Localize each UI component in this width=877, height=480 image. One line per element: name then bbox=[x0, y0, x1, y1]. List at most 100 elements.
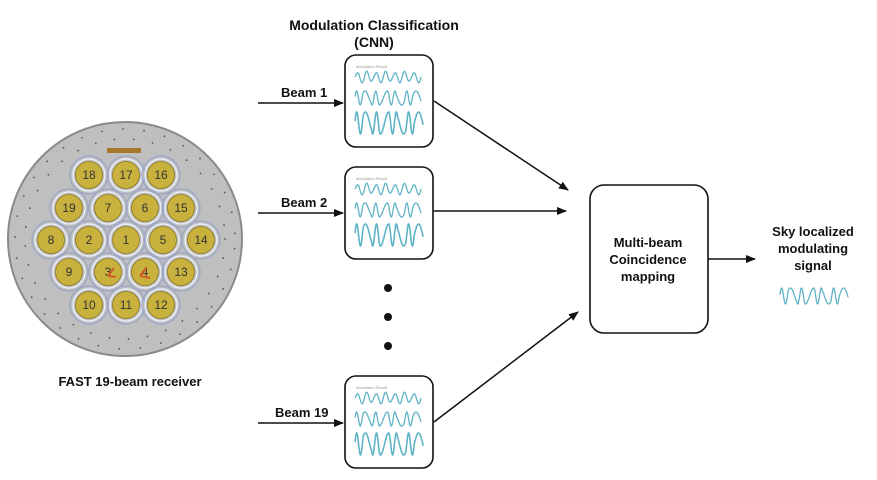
beam-19-label: Beam 19 bbox=[275, 405, 328, 420]
feed-horn bbox=[94, 258, 122, 286]
disk-dot bbox=[196, 307, 198, 310]
waveform-psk bbox=[354, 90, 422, 106]
disk-dot bbox=[213, 173, 215, 176]
mapping-label-line1: Multi-beam bbox=[614, 235, 683, 250]
disk-dot bbox=[185, 159, 188, 162]
feed-ring bbox=[49, 252, 89, 292]
disk-dot bbox=[233, 247, 236, 250]
disk-dot bbox=[159, 342, 162, 344]
receiver-feed: 11 bbox=[106, 285, 146, 325]
panel-1-to-mapping-arrow bbox=[433, 100, 569, 191]
receiver-feed: 13 bbox=[161, 252, 201, 292]
beam-number: 15 bbox=[174, 201, 188, 215]
disk-dot bbox=[196, 321, 199, 323]
disk-dot bbox=[169, 148, 172, 151]
feed-horn bbox=[75, 291, 103, 319]
disk-dot bbox=[210, 188, 213, 190]
disk-dot bbox=[24, 245, 27, 247]
feed-ring bbox=[91, 191, 125, 225]
feed-ring bbox=[146, 223, 180, 257]
disk-dot bbox=[224, 238, 226, 240]
disk-dot bbox=[222, 257, 225, 259]
disk-dot bbox=[127, 338, 130, 340]
disk-dot bbox=[32, 176, 35, 179]
diagram-title-line2: (CNN) bbox=[354, 34, 394, 50]
waveform-fsk bbox=[354, 431, 424, 457]
beam-number: 4 bbox=[142, 265, 149, 279]
disk-dot bbox=[118, 347, 121, 350]
disk-dot bbox=[22, 195, 25, 197]
feed-horn bbox=[55, 194, 83, 222]
cnn-panel-beam-2: Modulated Result bbox=[344, 166, 434, 260]
receiver-feed: 18 bbox=[69, 155, 109, 195]
receiver-feed: 14 bbox=[181, 220, 221, 260]
panel-19-to-mapping-arrow bbox=[433, 311, 579, 423]
disk-dot bbox=[59, 327, 62, 329]
feed-horn bbox=[112, 161, 140, 189]
disk-dot bbox=[210, 305, 213, 308]
beam-2-label: Beam 2 bbox=[281, 195, 327, 210]
disk-dot bbox=[179, 333, 181, 336]
disk-dot bbox=[151, 141, 154, 144]
output-label-line1: Sky localized bbox=[772, 224, 854, 239]
beam-number: 8 bbox=[48, 233, 55, 247]
beam-number: 13 bbox=[174, 265, 188, 279]
disk-dot bbox=[199, 157, 201, 160]
waveform-am bbox=[354, 70, 422, 84]
feed-horn bbox=[37, 226, 65, 254]
disk-dot bbox=[216, 275, 219, 278]
disk-dot bbox=[77, 337, 80, 340]
beam-number: 10 bbox=[82, 298, 96, 312]
feed-ring bbox=[49, 188, 89, 228]
feed-ring bbox=[109, 223, 143, 257]
feed-ring bbox=[125, 188, 165, 228]
disk-dot bbox=[199, 172, 202, 175]
disk-dot bbox=[77, 149, 79, 152]
waveform-psk bbox=[354, 202, 422, 218]
disk-dot bbox=[122, 128, 124, 130]
orientation-arrows bbox=[107, 267, 151, 279]
receiver-feed: 9 bbox=[49, 252, 89, 292]
waveform-psk bbox=[354, 411, 422, 427]
feed-horn bbox=[167, 194, 195, 222]
disk-dot bbox=[24, 225, 27, 228]
ellipsis-dot bbox=[384, 313, 392, 321]
receiver-feed: 16 bbox=[141, 155, 181, 195]
disk-dot bbox=[14, 236, 16, 238]
disk-dot bbox=[229, 268, 232, 271]
disk-dot bbox=[28, 207, 31, 209]
disk-dot bbox=[164, 329, 167, 332]
disk-dot bbox=[97, 344, 100, 347]
feed-ring bbox=[128, 255, 162, 289]
disk-dot bbox=[89, 332, 92, 334]
ellipsis-dot bbox=[384, 342, 392, 350]
feed-ring bbox=[161, 188, 201, 228]
beam-number: 16 bbox=[154, 168, 168, 182]
feed-ring bbox=[88, 252, 128, 292]
beam-number: 6 bbox=[142, 201, 149, 215]
disk-dot bbox=[30, 296, 33, 299]
disk-dot bbox=[223, 191, 226, 194]
feed-horn bbox=[147, 161, 175, 189]
receiver-feed: 6 bbox=[125, 188, 165, 228]
beam-number: 3 bbox=[105, 265, 112, 279]
disk-dot bbox=[61, 160, 63, 163]
receiver-feed: 12 bbox=[141, 285, 181, 325]
feed-ring bbox=[181, 220, 221, 260]
receiver-feed: 1 bbox=[106, 220, 146, 260]
feed-horn bbox=[55, 258, 83, 286]
disk-dot bbox=[113, 138, 116, 141]
output-signal-waveform bbox=[779, 287, 849, 305]
feed-ring bbox=[144, 158, 178, 192]
feed-ring bbox=[161, 252, 201, 292]
panel-caption: Modulated Result bbox=[356, 64, 388, 69]
disk-dot bbox=[233, 232, 236, 235]
disk-dot bbox=[72, 323, 75, 326]
feed-ring bbox=[164, 255, 198, 289]
feed-horn bbox=[131, 194, 159, 222]
receiver-feed: 4 bbox=[125, 252, 165, 292]
output-label-line3: signal bbox=[794, 258, 832, 273]
waveform-am bbox=[354, 182, 422, 196]
